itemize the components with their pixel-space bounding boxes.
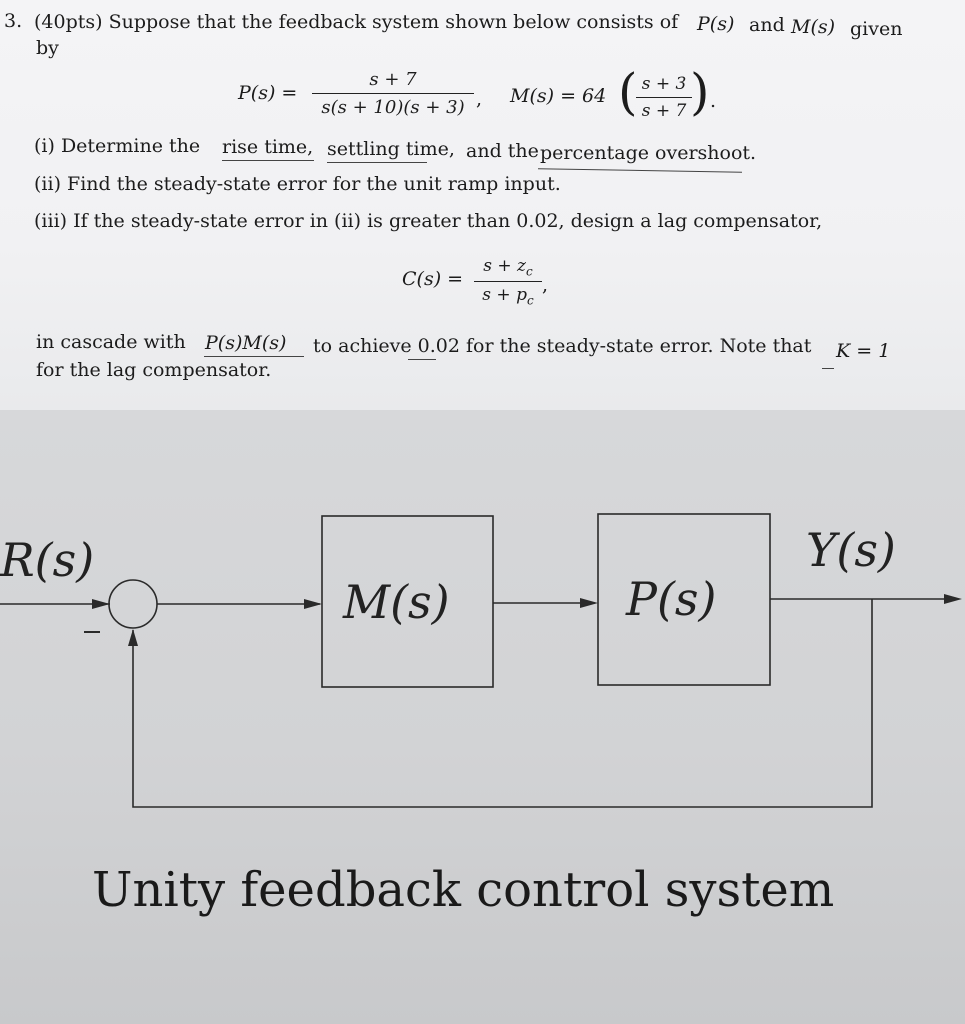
statement-by: by xyxy=(36,37,59,59)
feedback-arrowhead xyxy=(128,629,138,646)
eq-C-lhs: C(s) = xyxy=(402,268,464,290)
diagram-caption: Unity feedback control system xyxy=(92,862,834,918)
eq-M-denominator: s + 7 xyxy=(641,101,687,121)
part-ii: (ii) Find the steady-state error for the… xyxy=(34,173,561,195)
part-i-rise-time: rise time, xyxy=(222,136,314,158)
underline-rise-time xyxy=(222,160,314,161)
cascade-text: to achieve 0.02 for the steady-state err… xyxy=(313,335,812,357)
eq-C-denominator-sub: c xyxy=(526,293,534,308)
underline-PM xyxy=(204,356,304,357)
block-M xyxy=(321,515,494,688)
output-label-Y: Y(s) xyxy=(806,523,896,577)
underline-002 xyxy=(408,359,436,360)
eq-C-denominator: s + p xyxy=(482,285,527,306)
problem-sheet: 3. (40pts) Suppose that the feedback sys… xyxy=(0,0,965,410)
underline-settling-time xyxy=(327,162,427,163)
input-label-R: R(s) xyxy=(0,533,94,587)
eq-C-numerator: s + z xyxy=(483,256,526,276)
M-input-arrowhead xyxy=(304,599,322,609)
cascade-K: K = 1 xyxy=(836,340,891,362)
symbol-P: P(s) xyxy=(697,13,735,35)
part-i-overshoot: percentage overshoot. xyxy=(540,142,757,164)
summing-junction xyxy=(108,579,158,629)
problem-statement: (40pts) Suppose that the feedback system… xyxy=(34,11,679,33)
diagram-photo-background xyxy=(0,410,965,1024)
problem-number: 3. xyxy=(4,10,23,32)
underline-K xyxy=(822,368,834,369)
eq-C-fraction: s + zc s + pc xyxy=(474,256,542,308)
eq-P-fraction: s + 7 s(s + 10)(s + 3) xyxy=(312,69,474,118)
eq-M-fraction: s + 3 s + 7 xyxy=(636,74,692,121)
word-given: given xyxy=(850,18,903,40)
symbol-M: M(s) xyxy=(791,16,836,38)
part-i-and: and the xyxy=(466,140,539,162)
cascade-PM: P(s)M(s) xyxy=(205,332,287,354)
part-iii: (iii) If the steady-state error in (ii) … xyxy=(34,210,823,232)
feedback-path xyxy=(132,599,873,808)
eq-M-numerator: s + 3 xyxy=(641,74,687,94)
eq-P-numerator: s + 7 xyxy=(369,69,417,90)
part-i-settling-time: settling time, xyxy=(327,138,455,160)
part-i-intro: (i) Determine the xyxy=(34,135,201,157)
eq-P-lhs: P(s) = xyxy=(238,82,298,104)
underline-overshoot xyxy=(538,168,742,173)
last-line: for the lag compensator. xyxy=(36,359,272,381)
word-and: and xyxy=(749,14,785,36)
block-P-label: P(s) xyxy=(625,572,716,626)
block-diagram: R(s) Y(s) M(s) P(s) Unity feedback contr… xyxy=(0,513,962,918)
eq-P-denominator: s(s + 10)(s + 3) xyxy=(321,97,465,118)
block-M-label: M(s) xyxy=(342,575,450,629)
cascade-intro: in cascade with xyxy=(36,331,186,353)
input-arrowhead xyxy=(92,599,110,609)
output-arrowhead xyxy=(944,594,962,604)
eq-C-numerator-sub: c xyxy=(526,264,533,279)
P-input-arrowhead xyxy=(580,598,598,608)
eq-M-lhs: M(s) = 64 xyxy=(510,85,607,107)
